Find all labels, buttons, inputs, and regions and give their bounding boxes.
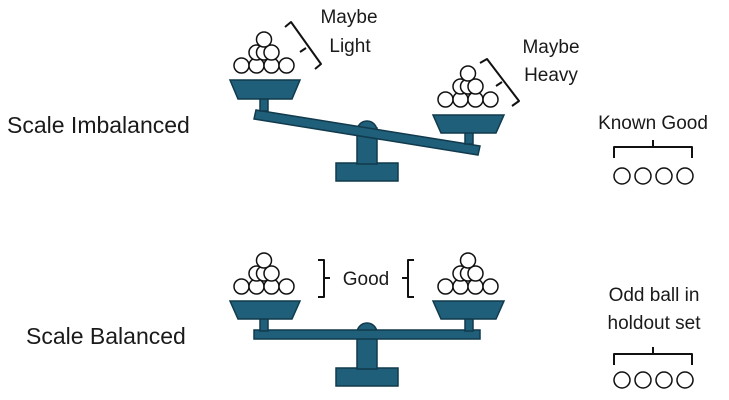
right-pan-stem — [464, 317, 474, 332]
odd-ball-line1: Odd ball in — [609, 285, 700, 306]
scale-imbalanced-label: Scale Imbalanced — [7, 112, 190, 138]
holdout-bracket — [613, 347, 693, 365]
holdout-balls — [613, 371, 694, 389]
left-pan-stem — [259, 317, 269, 332]
ball — [613, 371, 631, 389]
scale-balanced-label: Scale Balanced — [26, 323, 186, 349]
scale-balanced: Good Scale Balanced Odd ball in holdout … — [26, 252, 702, 389]
maybe-heavy-line1: Maybe — [522, 37, 579, 58]
left-pan — [228, 79, 302, 100]
maybe-light-bracket — [284, 21, 322, 70]
ball — [263, 265, 280, 282]
right-ball-pile — [437, 252, 499, 295]
left-pan — [228, 300, 302, 320]
good-label: Good — [343, 269, 389, 290]
ball — [278, 57, 295, 74]
ball — [655, 167, 673, 185]
ball — [613, 167, 631, 185]
scale-imbalanced: Maybe Light Maybe Heavy Scale Imbalanced… — [7, 7, 708, 185]
right-pan — [431, 114, 506, 134]
ball — [482, 278, 499, 295]
left-pan-stem — [259, 97, 269, 112]
right-ball-pile — [437, 65, 499, 108]
ball — [676, 167, 694, 185]
ball — [437, 278, 454, 295]
good-left-bracket — [318, 259, 330, 298]
ball — [263, 44, 280, 61]
ball — [233, 57, 250, 74]
left-ball-pile — [233, 31, 295, 74]
maybe-heavy-line2: Heavy — [524, 65, 578, 86]
odd-ball-line2: holdout set — [608, 313, 702, 334]
scale-base — [335, 162, 399, 182]
good-right-bracket — [402, 259, 414, 298]
scale-beam — [253, 329, 481, 340]
known-good-bracket — [613, 140, 693, 158]
ball — [255, 252, 273, 269]
ball — [655, 371, 673, 389]
maybe-light-line1: Maybe — [320, 7, 377, 28]
right-pan — [431, 300, 506, 320]
ball — [467, 265, 484, 282]
ball — [676, 371, 694, 389]
scale-post — [356, 335, 378, 370]
ball — [459, 252, 477, 269]
maybe-heavy-bracket — [479, 58, 520, 107]
ball — [482, 91, 499, 108]
ball — [437, 91, 454, 108]
scale-beam — [253, 109, 481, 156]
known-good-label: Known Good — [598, 113, 708, 134]
ball — [233, 278, 250, 295]
ball — [459, 65, 477, 82]
maybe-light-line2: Light — [329, 36, 371, 57]
ball — [278, 278, 295, 295]
left-ball-pile — [233, 252, 295, 295]
ball — [467, 78, 484, 95]
scale-base — [335, 367, 399, 387]
ball — [634, 371, 652, 389]
known-good-balls — [613, 167, 694, 185]
ball — [634, 167, 652, 185]
ball — [255, 31, 273, 48]
